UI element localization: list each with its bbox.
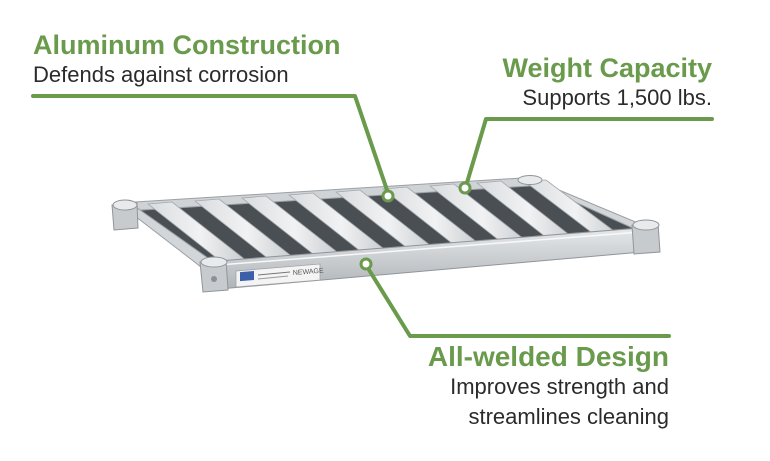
callout-aluminum: Aluminum Construction Defends against co… [33,30,340,90]
marker-dot-welded [359,257,373,271]
callout-desc-welded-line1: Improves strength and [450,374,669,399]
shelf-brand-text: NEWAGE [293,268,325,277]
shelf: NEWAGE [111,175,661,293]
shelf-label: NEWAGE [235,263,325,288]
marker-dot-weight [458,181,472,195]
callout-welded: All-welded Design Improves strength and … [428,342,669,432]
corner-post-right-front [631,219,661,255]
callout-title-aluminum: Aluminum Construction [33,30,341,60]
corner-post-left-front [199,256,229,293]
callout-weight: Weight Capacity Supports 1,500 lbs. [502,53,712,113]
leader-line-aluminum [31,94,390,195]
callout-title-welded: All-welded Design [427,341,669,372]
leader-line-weight [464,117,714,188]
corner-post-left-back [111,199,139,231]
leader-line-welded [364,263,671,338]
callout-desc-weight: Supports 1,500 lbs. [522,85,712,110]
callout-desc-welded-line2: streamlines cleaning [468,404,669,429]
corner-post-right-back [517,175,543,185]
marker-dot-aluminum [381,189,395,203]
callout-title-weight: Weight Capacity [502,53,712,83]
callout-desc-aluminum: Defends against corrosion [33,62,289,87]
